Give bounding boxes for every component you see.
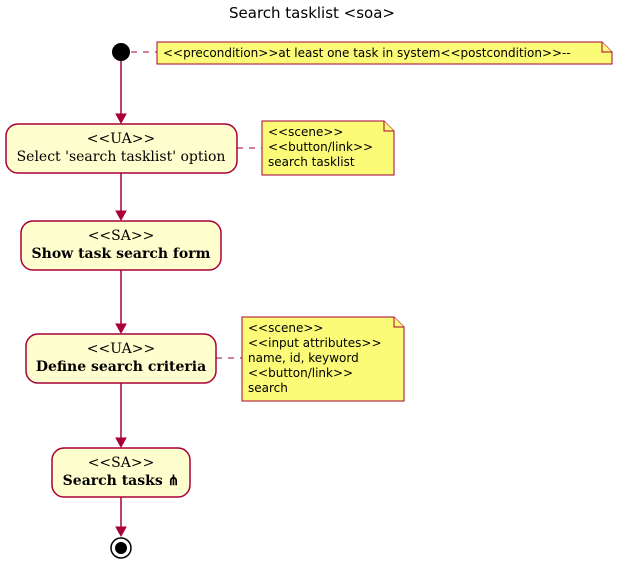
flow-arrow (115, 323, 127, 335)
flow-arrow (115, 113, 127, 125)
activity-show-search-form: <<SA>> Show task search form (20, 220, 222, 271)
note-line: <<input attributes>> (248, 336, 382, 350)
note-line: <<scene>> (268, 125, 343, 139)
activity-label: Select 'search tasklist' option (17, 149, 226, 165)
diagram-title: Search tasklist <soa> (229, 4, 395, 22)
activity-label: Define search criteria (36, 359, 206, 375)
note-precondition: <<precondition>>at least one task in sys… (156, 41, 613, 65)
activity-stereotype: <<SA>> (88, 228, 155, 244)
start-node (112, 43, 130, 61)
note-scene-search-tasklist: <<scene>> <<button/link>> search tasklis… (261, 120, 395, 176)
flow-arrow (115, 437, 127, 449)
note-line: search (248, 381, 288, 395)
note-line: <<scene>> (248, 321, 323, 335)
activity-stereotype: <<UA>> (87, 341, 155, 357)
activity-label: Show task search form (32, 246, 211, 262)
note-line: <<precondition>>at least one task in sys… (163, 46, 571, 60)
activity-label: Search tasks ⋔ (63, 473, 180, 489)
activity-stereotype: <<SA>> (88, 455, 155, 471)
note-scene-search-criteria: <<scene>> <<input attributes>> name, id,… (241, 316, 405, 402)
note-line: name, id, keyword (248, 351, 359, 365)
flow-arrow (115, 526, 127, 538)
flow-arrow (115, 210, 127, 222)
note-line: <<button/link>> (268, 140, 373, 154)
note-line: search tasklist (268, 155, 355, 169)
activity-select-search-option: <<UA>> Select 'search tasklist' option (5, 123, 238, 174)
end-node (110, 537, 132, 559)
activity-search-tasks: <<SA>> Search tasks ⋔ (51, 447, 191, 498)
activity-define-search-criteria: <<UA>> Define search criteria (25, 333, 217, 384)
note-line: <<button/link>> (248, 366, 353, 380)
activity-stereotype: <<UA>> (87, 131, 155, 147)
